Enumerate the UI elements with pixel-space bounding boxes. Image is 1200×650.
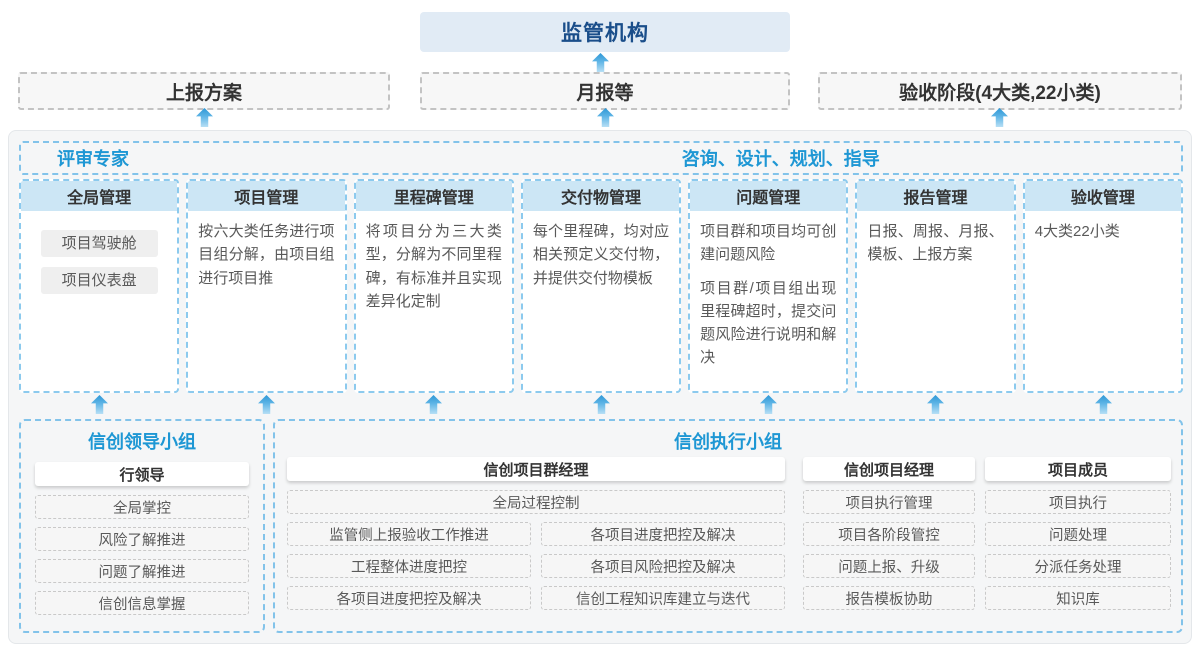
up-arrow-icon bbox=[592, 53, 609, 72]
subcol-project-member: 项目成员 项目执行 问题处理 分派任务处理 知识库 bbox=[985, 457, 1171, 618]
report-box-plan-label: 上报方案 bbox=[165, 82, 242, 104]
task-item: 知识库 bbox=[985, 586, 1171, 610]
task-item: 全局过程控制 bbox=[287, 490, 785, 514]
role-bank-leader: 行领导 bbox=[35, 462, 249, 486]
up-arrow-icon bbox=[1095, 395, 1112, 414]
column-project-management: 项目管理 按六大类任务进行项目组分解，由项目组进行项目推 bbox=[186, 179, 347, 393]
task-item: 问题上报、升级 bbox=[803, 554, 975, 578]
column-text: 4大类22小类 bbox=[1034, 223, 1120, 240]
up-arrow-icon bbox=[760, 395, 777, 414]
column-global-management: 全局管理 项目驾驶舱 项目仪表盘 bbox=[19, 179, 180, 393]
up-arrow-icon bbox=[196, 108, 213, 127]
up-arrow-icon bbox=[991, 108, 1008, 127]
column-text: 项目群和项目均可创建问题风险 bbox=[700, 223, 837, 264]
column-body: 项目群和项目均可创建问题风险 项目群/项目组出现里程碑超时，提交问题风险进行说明… bbox=[690, 211, 846, 379]
column-deliverable-management: 交付物管理 每个里程碑，均对应相关预定义交付物，并提供交付物模板 bbox=[520, 179, 682, 393]
report-box-acceptance-label: 验收阶段(4大类,22小类) bbox=[899, 82, 1101, 104]
consulting-label: 咨询、设计、规划、指导 bbox=[681, 149, 880, 169]
task-item: 监管侧上报验收工作推进 bbox=[287, 522, 531, 546]
task-item: 风险了解推进 bbox=[35, 527, 249, 551]
task-item: 报告模板协助 bbox=[803, 586, 975, 610]
regulator-label: 监管机构 bbox=[561, 22, 649, 45]
column-body: 按六大类任务进行项目组分解，由项目组进行项目推 bbox=[188, 211, 344, 299]
task-item: 信创信息掌握 bbox=[35, 591, 249, 615]
role-program-manager: 信创项目群经理 bbox=[287, 457, 785, 481]
leadership-group-title: 信创领导小组 bbox=[88, 432, 196, 452]
column-text: 将项目分为三大类型，分解为不同里程碑，有标准并且实现差异化定制 bbox=[365, 223, 502, 310]
execution-group-title: 信创执行小组 bbox=[674, 432, 782, 452]
role-project-member: 项目成员 bbox=[985, 457, 1171, 481]
up-arrow-icon bbox=[258, 395, 275, 414]
subcol-program-manager: 信创项目群经理 全局过程控制 监管侧上报验收工作推进 各项目进度把控及解决 工程… bbox=[287, 457, 785, 610]
column-text: 日报、周报、月报、模板、上报方案 bbox=[867, 223, 1004, 264]
task-item: 问题了解推进 bbox=[35, 559, 249, 583]
execution-group: 信创执行小组 信创项目群经理 全局过程控制 监管侧上报验收工作推进 各项目进度把… bbox=[273, 419, 1183, 633]
up-arrow-icon bbox=[425, 395, 442, 414]
regulator-box: 监管机构 bbox=[420, 12, 790, 52]
column-report-management: 报告管理 日报、周报、月报、模板、上报方案 bbox=[855, 179, 1016, 393]
task-item: 信创工程知识库建立与迭代 bbox=[541, 586, 785, 610]
review-experts-label: 评审专家 bbox=[57, 149, 129, 169]
column-body: 日报、周报、月报、模板、上报方案 bbox=[857, 211, 1013, 276]
column-header: 全局管理 bbox=[21, 181, 178, 211]
column-header: 验收管理 bbox=[1024, 181, 1181, 211]
up-arrow-icon bbox=[593, 395, 610, 414]
expert-bar: 评审专家 咨询、设计、规划、指导 bbox=[19, 141, 1183, 175]
task-item: 工程整体进度把控 bbox=[287, 554, 531, 578]
platform-container: 评审专家 咨询、设计、规划、指导 全局管理 项目驾驶舱 项目仪表盘 项目管理 按… bbox=[8, 130, 1192, 644]
role-project-manager: 信创项目经理 bbox=[803, 457, 975, 481]
column-issue-management: 问题管理 项目群和项目均可创建问题风险 项目群/项目组出现里程碑超时，提交问题风… bbox=[688, 179, 849, 393]
column-acceptance-management: 验收管理 4大类22小类 bbox=[1022, 179, 1183, 393]
column-body: 将项目分为三大类型，分解为不同里程碑，有标准并且实现差异化定制 bbox=[356, 211, 512, 322]
column-body: 4大类22小类 bbox=[1025, 211, 1181, 252]
column-header: 里程碑管理 bbox=[355, 181, 512, 211]
task-item: 分派任务处理 bbox=[985, 554, 1171, 578]
column-header: 交付物管理 bbox=[522, 181, 680, 211]
pill-item: 项目驾驶舱 bbox=[40, 230, 158, 257]
up-arrow-icon bbox=[597, 108, 614, 127]
report-box-monthly-label: 月报等 bbox=[576, 82, 634, 104]
column-body: 每个里程碑，均对应相关预定义交付物，并提供交付物模板 bbox=[523, 211, 679, 299]
pill-item: 项目仪表盘 bbox=[40, 267, 158, 294]
up-arrow-icon bbox=[91, 395, 108, 414]
task-item: 项目执行 bbox=[985, 490, 1171, 514]
task-item: 各项目进度把控及解决 bbox=[541, 522, 785, 546]
column-text: 按六大类任务进行项目组分解，由项目组进行项目推 bbox=[198, 223, 335, 287]
column-milestone-management: 里程碑管理 将项目分为三大类型，分解为不同里程碑，有标准并且实现差异化定制 bbox=[353, 179, 514, 393]
column-header: 项目管理 bbox=[188, 181, 345, 211]
task-item: 全局掌控 bbox=[35, 495, 249, 519]
report-box-acceptance: 验收阶段(4大类,22小类) bbox=[818, 72, 1182, 110]
column-text: 每个里程碑，均对应相关预定义交付物，并提供交付物模板 bbox=[532, 223, 670, 287]
column-body: 项目驾驶舱 项目仪表盘 bbox=[21, 211, 177, 303]
task-item: 项目各阶段管控 bbox=[803, 522, 975, 546]
report-box-plan: 上报方案 bbox=[18, 72, 390, 110]
subcol-project-manager: 信创项目经理 项目执行管理 项目各阶段管控 问题上报、升级 报告模板协助 bbox=[803, 457, 975, 618]
task-item: 项目执行管理 bbox=[803, 490, 975, 514]
management-columns: 全局管理 项目驾驶舱 项目仪表盘 项目管理 按六大类任务进行项目组分解，由项目组… bbox=[19, 179, 1183, 393]
column-text: 项目群/项目组出现里程碑超时，提交问题风险进行说明和解决 bbox=[700, 279, 837, 367]
task-item: 问题处理 bbox=[985, 522, 1171, 546]
task-item: 各项目风险把控及解决 bbox=[541, 554, 785, 578]
up-arrow-icon bbox=[927, 395, 944, 414]
leadership-group: 信创领导小组 行领导 全局掌控 风险了解推进 问题了解推进 信创信息掌握 bbox=[19, 419, 265, 633]
column-header: 问题管理 bbox=[690, 181, 847, 211]
task-item: 各项目进度把控及解决 bbox=[287, 586, 531, 610]
column-header: 报告管理 bbox=[857, 181, 1014, 211]
report-box-monthly: 月报等 bbox=[420, 72, 790, 110]
